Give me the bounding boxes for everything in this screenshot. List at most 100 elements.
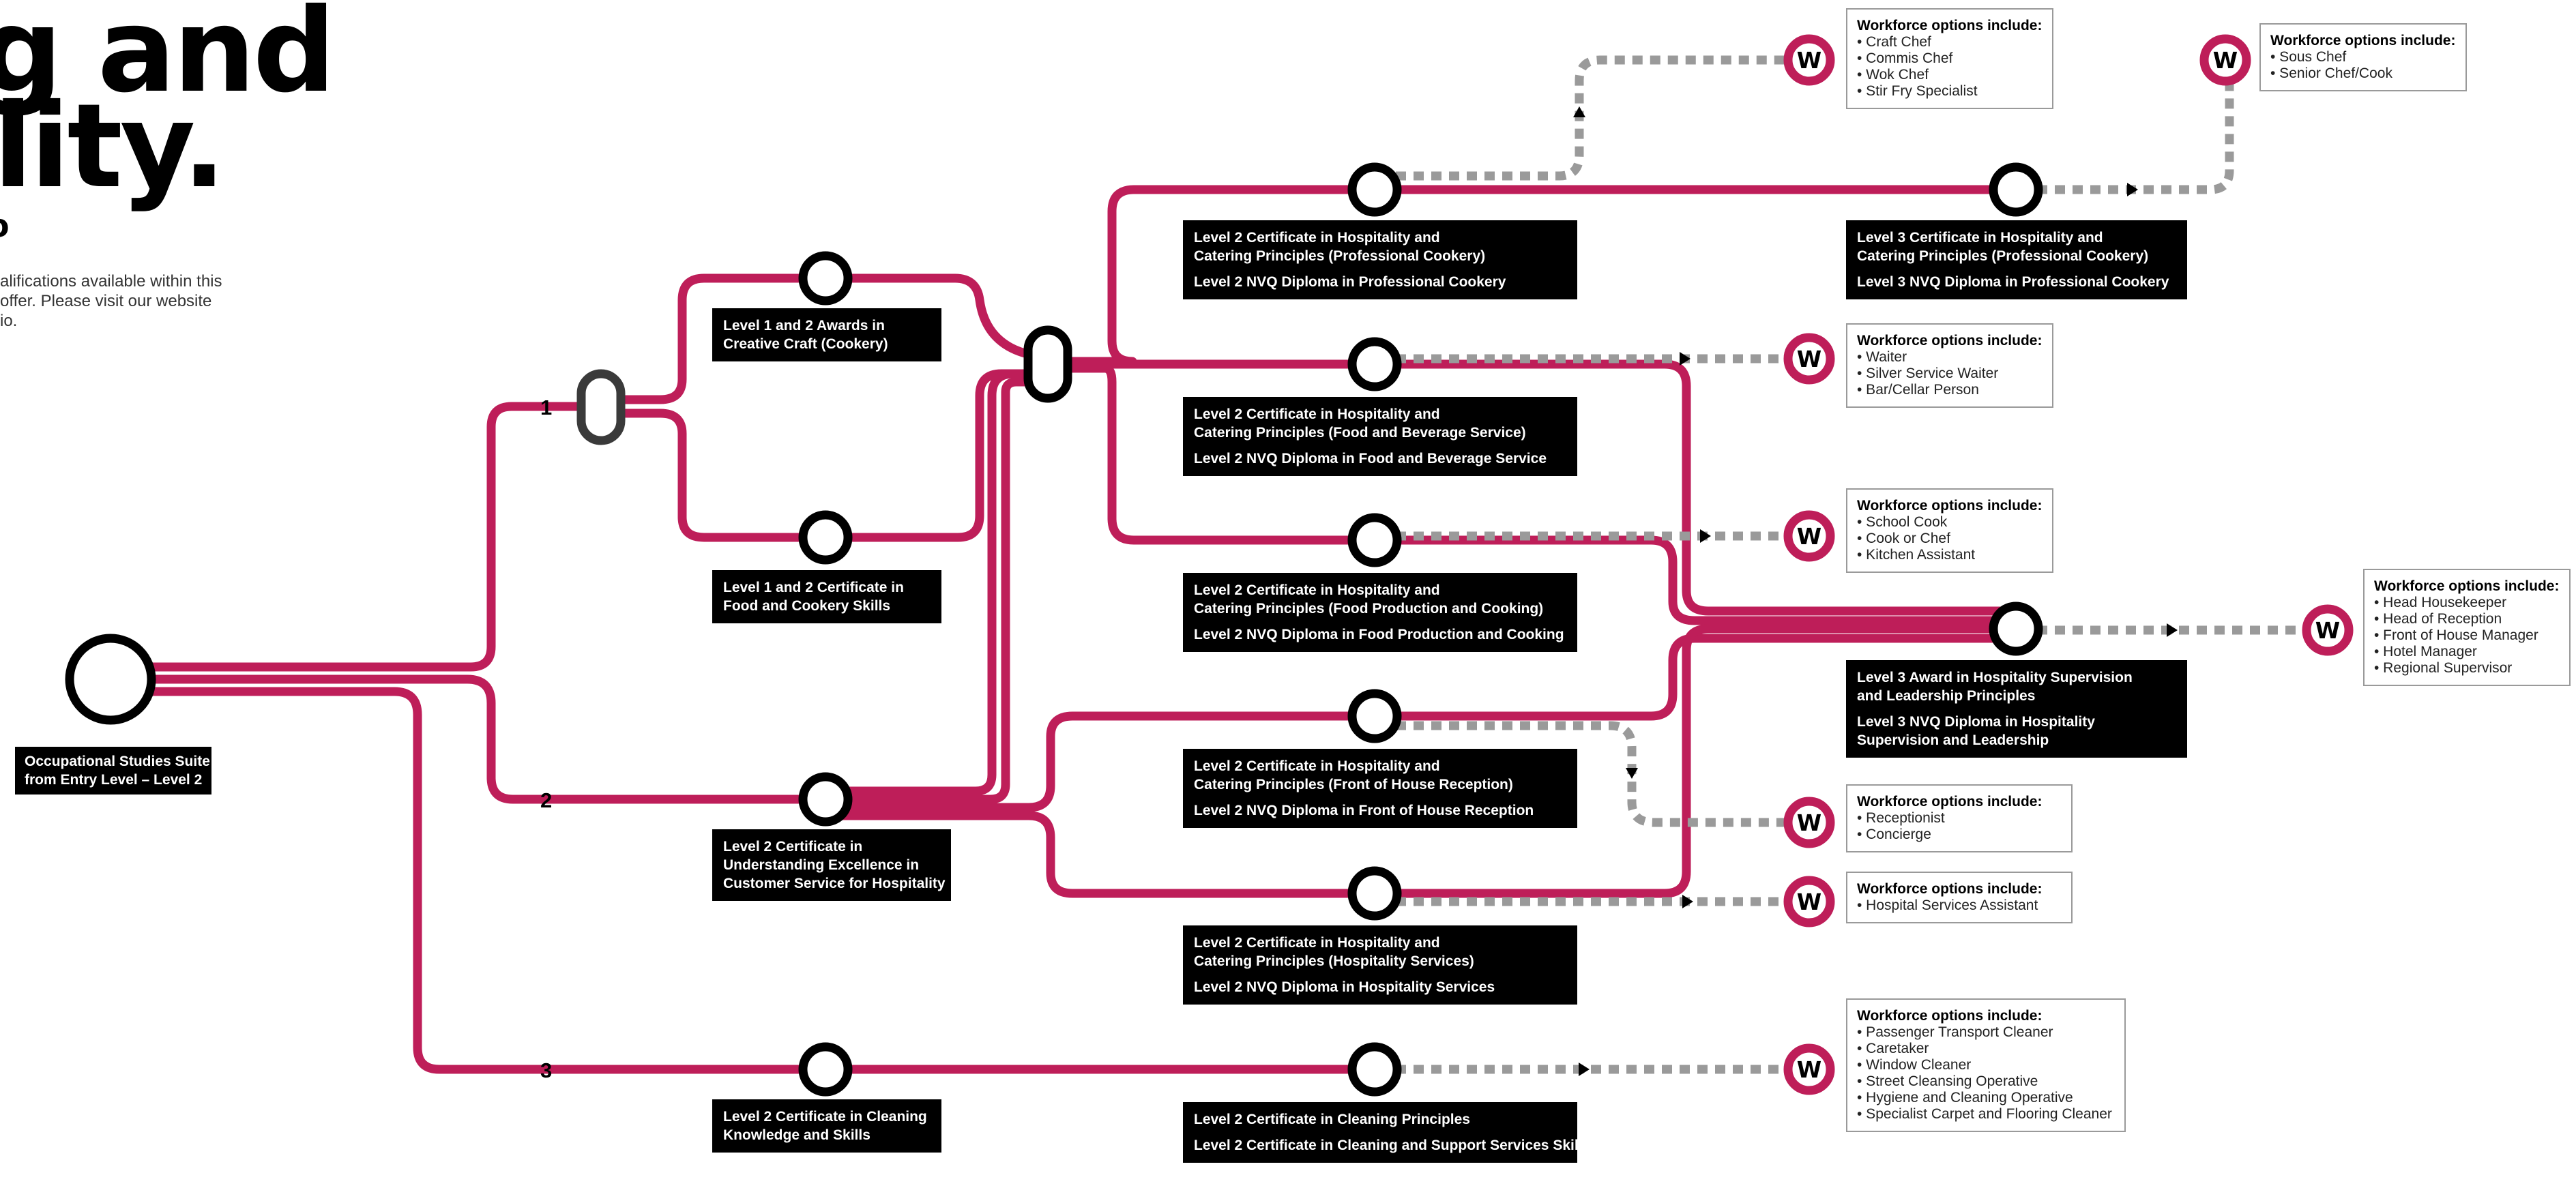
svg-text:W: W <box>2213 47 2238 74</box>
arrow-right <box>1700 529 1711 543</box>
workforce-item: • Concierge <box>1857 827 1931 842</box>
route-line-hosp-to-l3 <box>1366 624 2024 898</box>
qualification-line: Level 3 Certificate in Hospitality and <box>1857 230 2103 246</box>
workforce-box-cleaning: Workforce options include: • Passenger T… <box>1846 998 2126 1132</box>
workforce-marker[interactable]: W <box>2199 34 2251 86</box>
qualification-line: Level 2 Certificate in <box>723 839 863 855</box>
station-l12-food[interactable] <box>798 510 853 565</box>
qualification-line: Level 1 and 2 Awards in <box>723 318 885 333</box>
svg-text:W: W <box>1797 1056 1821 1083</box>
qualification-line: Level 2 Certificate in Hospitality and <box>1194 935 1440 951</box>
workforce-item: • Head Housekeeper <box>2374 595 2507 610</box>
qualification-label-l2-hosp-services: Level 2 Certificate in Hospitality and C… <box>1183 925 1577 1005</box>
workforce-item: • Senior Chef/Cook <box>2270 65 2392 81</box>
qualification-label-l2-food-bev: Level 2 Certificate in Hospitality and C… <box>1183 397 1577 476</box>
qualification-line: Level 3 NVQ Diploma in Hospitality <box>1857 714 2095 730</box>
qualification-line: Catering Principles (Front of House Rece… <box>1194 777 1513 792</box>
arrow-up <box>1573 106 1585 117</box>
qualification-line: Creative Craft (Cookery) <box>723 336 888 352</box>
qualification-line: Level 3 Award in Hospitality Supervision <box>1857 670 2133 685</box>
route-line-l2-food-bev <box>1046 359 2024 616</box>
station-l12-creative[interactable] <box>798 251 853 306</box>
workforce-marker[interactable]: W <box>2302 604 2354 656</box>
workforce-box-l2-cookery: Workforce options include: • Craft Chef … <box>1846 8 2053 109</box>
qualification-line: Level 2 Certificate in Cleaning Principl… <box>1194 1112 1470 1127</box>
workforce-heading: Workforce options include: <box>2374 578 2560 594</box>
start-label-line: Occupational Studies Suite <box>25 754 210 769</box>
route-number-3: 3 <box>540 1058 552 1082</box>
route-line-customer-up-2 <box>821 377 1055 804</box>
svg-text:W: W <box>1797 889 1821 915</box>
page-title-line-2: lity. <box>0 79 226 214</box>
qualification-label-l12-food: Level 1 and 2 Certificate in Food and Co… <box>712 570 941 623</box>
workforce-marker[interactable]: W <box>1783 1043 1835 1095</box>
qualification-line: Catering Principles (Hospitality Service… <box>1194 953 1474 969</box>
svg-text:W: W <box>1797 810 1821 836</box>
arrow-right <box>1680 352 1690 366</box>
connector-front-house <box>1378 721 1794 827</box>
qualification-label-l3-prof-cookery: Level 3 Certificate in Hospitality and C… <box>1846 220 2187 299</box>
qualification-label-l3-supervision: Level 3 Award in Hospitality Supervision… <box>1846 660 2187 758</box>
station-l2-food-bev[interactable] <box>1347 337 1402 391</box>
workforce-item: • Head of Reception <box>2374 611 2502 627</box>
workforce-connectors <box>1378 55 2330 1074</box>
workforce-item: • Cook or Chef <box>1857 531 1950 546</box>
station-start[interactable] <box>65 634 156 725</box>
route-line-customer-up-1 <box>821 369 1055 796</box>
station-l2-cleaning-knowledge[interactable] <box>798 1042 853 1097</box>
workforce-item: • Window Cleaner <box>1857 1057 1972 1073</box>
route-line-start-to-2 <box>104 674 830 804</box>
station-l2-food-prod[interactable] <box>1347 513 1402 567</box>
workforce-heading: Workforce options include: <box>1857 333 2043 348</box>
route-number-1: 1 <box>540 396 552 419</box>
workforce-item: • Craft Chef <box>1857 34 1931 50</box>
qualification-line: Level 2 Certificate in Hospitality and <box>1194 582 1440 598</box>
station-l2-customer[interactable] <box>798 772 853 827</box>
workforce-item: • Caretaker <box>1857 1041 1929 1056</box>
qualification-line: Catering Principles (Professional Cooker… <box>1194 248 1486 264</box>
route-number-labels: 1 2 3 <box>540 396 552 1082</box>
qualification-line: Level 2 Certificate in Cleaning and Supp… <box>1194 1138 1591 1153</box>
connector-l3-cookery <box>2019 75 2234 194</box>
qualification-line: Level 2 NVQ Diploma in Professional Cook… <box>1194 274 1506 290</box>
svg-text:W: W <box>1797 47 1821 74</box>
qualification-line: and Leadership Principles <box>1857 688 2036 704</box>
workforce-box-l3-cookery: Workforce options include: • Sous Chef •… <box>2259 23 2467 91</box>
workforce-item: • Hospital Services Assistant <box>1857 897 2038 913</box>
workforce-marker[interactable]: W <box>1783 333 1835 385</box>
interchange-level-2[interactable] <box>1023 325 1072 403</box>
station-l3-supervision[interactable] <box>1989 602 2043 656</box>
qualification-line: Level 2 Certificate in Hospitality and <box>1194 230 1440 246</box>
qualification-line: Level 2 NVQ Diploma in Food Production a… <box>1194 627 1564 642</box>
page-title-line-3: o <box>0 210 10 241</box>
workforce-item: • Commis Chef <box>1857 50 1953 66</box>
station-l2-front-house[interactable] <box>1347 689 1402 743</box>
workforce-item: • Bar/Cellar Person <box>1857 382 1979 398</box>
qualification-line: Catering Principles (Food Production and… <box>1194 601 1544 617</box>
workforce-marker[interactable]: W <box>1783 34 1835 86</box>
workforce-item: • Kitchen Assistant <box>1857 547 1976 563</box>
workforce-heading: Workforce options include: <box>1857 881 2043 897</box>
qualification-line: Supervision and Leadership <box>1857 732 2049 748</box>
station-l2-cleaning[interactable] <box>1347 1042 1402 1097</box>
route-line-l2-front-house <box>821 711 1376 812</box>
station-l2-hosp-services[interactable] <box>1347 866 1402 921</box>
workforce-marker[interactable]: W <box>1783 510 1835 562</box>
qualification-label-l2-food-prod: Level 2 Certificate in Hospitality and C… <box>1183 573 1577 652</box>
station-l3-prof-cookery[interactable] <box>1989 162 2043 217</box>
workforce-markers: W W W W W W W W <box>1783 34 2354 1095</box>
workforce-marker[interactable]: W <box>1783 797 1835 848</box>
qualification-line: Level 1 and 2 Certificate in <box>723 580 904 595</box>
workforce-item: • Silver Service Waiter <box>1857 366 1999 381</box>
qualification-line: Catering Principles (Professional Cooker… <box>1857 248 2149 264</box>
qualification-line: Level 2 Certificate in Hospitality and <box>1194 758 1440 774</box>
svg-text:W: W <box>1797 523 1821 550</box>
arrow-right <box>2127 183 2138 196</box>
workforce-item: • Street Cleansing Operative <box>1857 1073 2038 1089</box>
workforce-item: • Hygiene and Cleaning Operative <box>1857 1090 2073 1105</box>
qualification-line: Level 2 Certificate in Hospitality and <box>1194 406 1440 422</box>
workforce-marker[interactable]: W <box>1783 876 1835 927</box>
intro-line: io. <box>0 312 18 330</box>
interchange-route-1[interactable] <box>576 369 626 445</box>
station-l2-prof-cookery[interactable] <box>1347 162 1402 217</box>
